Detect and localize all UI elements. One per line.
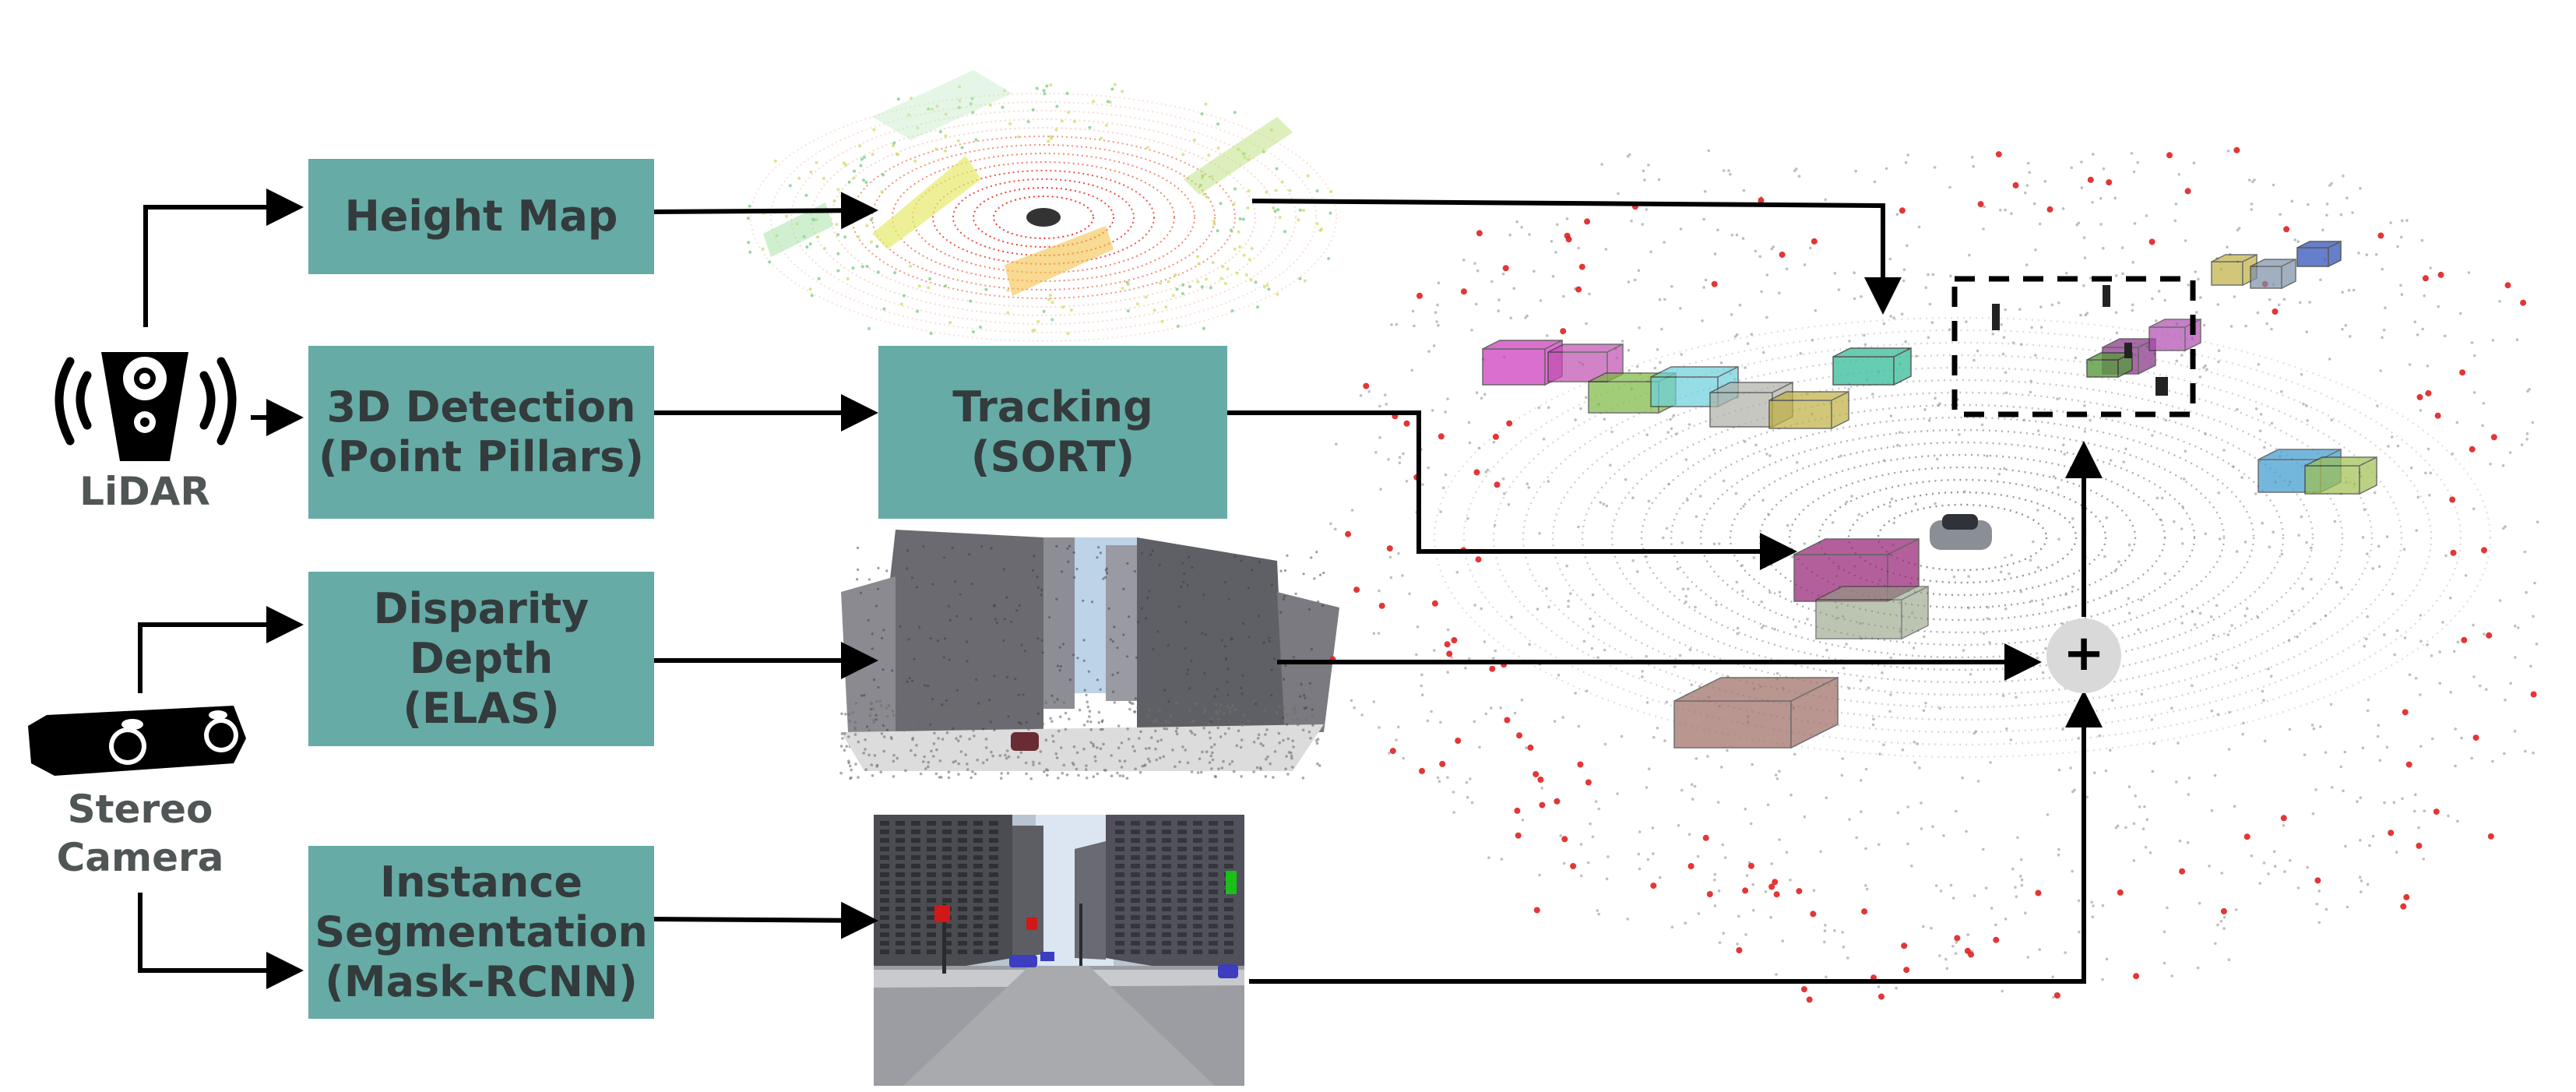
segmentation-label: Instance Segmentation (Mask-RCNN) (315, 858, 648, 1006)
segmentation-module: Instance Segmentation (Mask-RCNN) (308, 846, 654, 1019)
height-map-walls (763, 70, 1293, 296)
tracking-module: Tracking (SORT) (878, 346, 1227, 519)
height-map-module: Height Map (308, 159, 654, 274)
lidar-label: LiDAR (79, 469, 210, 514)
arrow-stereo-to-disparity (138, 606, 304, 693)
disparity-module: Disparity Depth (ELAS) (308, 572, 654, 746)
arrow-heightmap-to-fused-scene (1251, 199, 1902, 315)
height-map-ego-vehicle (1015, 202, 1072, 233)
fused-point-cloud (1329, 149, 2539, 999)
arrow-tracking-to-fused-boxes (1224, 410, 1797, 570)
arrow-segmentation-to-camera-preview (650, 901, 878, 939)
arrow-height-map-to-preview (650, 192, 878, 230)
detection-label: 3D Detection (Point Pillars) (318, 382, 644, 481)
region-of-interest-box (1951, 276, 2196, 417)
tracking-label: Tracking (SORT) (952, 382, 1153, 481)
arrow-lidar-to-height-map (143, 188, 304, 327)
detection-module: 3D Detection (Point Pillars) (308, 346, 654, 519)
fusion-symbol: + (2063, 625, 2105, 682)
detected-3d-boxes (1482, 240, 2377, 749)
pedestrians-in-roi (1992, 285, 2168, 396)
height-map-label: Height Map (344, 192, 618, 241)
ego-car-render (1900, 511, 2025, 564)
arrow-camera-to-fusion (1249, 690, 2103, 984)
stereo-camera-label: Stereo Camera (56, 787, 224, 880)
ground-points-red (1329, 146, 2537, 1003)
arrow-stereo-to-segmentation (138, 893, 304, 989)
depth-car (1011, 732, 1039, 751)
depth-scatter (839, 544, 1325, 780)
disparity-label: Disparity Depth (ELAS) (373, 584, 589, 733)
